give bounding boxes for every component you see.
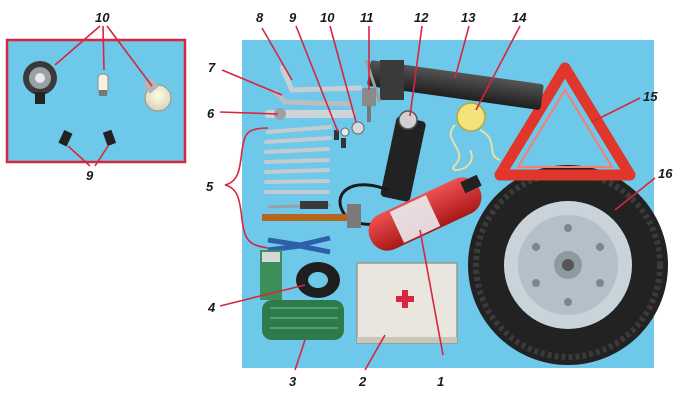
label-12: 12 [414, 10, 429, 25]
inset-fuse-right [102, 129, 117, 146]
spare-wheel [468, 165, 668, 365]
label-5: 5 [206, 179, 214, 194]
inset-headlamp-bulb [23, 61, 57, 104]
label-3: 3 [289, 374, 297, 389]
callout-labels: 1 2 3 4 5 6 7 8 9 10 11 12 13 14 15 16 [206, 10, 673, 389]
label-8: 8 [256, 10, 264, 25]
brace-5 [224, 127, 269, 249]
warning-triangle [494, 62, 636, 181]
label-2: 2 [358, 374, 367, 389]
label-10: 10 [320, 10, 335, 25]
crank-handle [272, 89, 353, 107]
inset-label-10: 10 [95, 10, 110, 25]
tow-bolt [362, 88, 376, 122]
fire-extinguisher [368, 174, 482, 251]
label-13: 13 [461, 10, 476, 25]
label-4: 4 [207, 300, 216, 315]
first-aid-kit [356, 262, 458, 344]
spare-fuses [334, 130, 346, 148]
spare-bulbs [340, 121, 365, 137]
inset-small-bulb [97, 73, 109, 96]
label-1: 1 [437, 374, 444, 389]
label-9: 9 [289, 10, 297, 25]
inset-fuse-left [58, 129, 73, 147]
wheel-wrench-handle [279, 65, 363, 93]
leader-lines [219, 25, 656, 371]
label-11: 11 [360, 10, 374, 25]
main-photo [242, 40, 668, 368]
label-14: 14 [512, 10, 527, 25]
inset-label-9: 9 [86, 168, 94, 183]
label-15: 15 [643, 89, 658, 104]
label-16: 16 [658, 166, 673, 181]
inset-large-bulb [142, 77, 172, 112]
tow-rope-ring [296, 262, 340, 298]
jack [364, 59, 544, 110]
label-7: 7 [208, 60, 216, 75]
label-6: 6 [207, 106, 215, 121]
inspection-lamp [449, 102, 501, 171]
tool-set [262, 125, 361, 255]
tow-strap [260, 250, 344, 340]
inset-panel: 10 9 [5, 10, 187, 183]
